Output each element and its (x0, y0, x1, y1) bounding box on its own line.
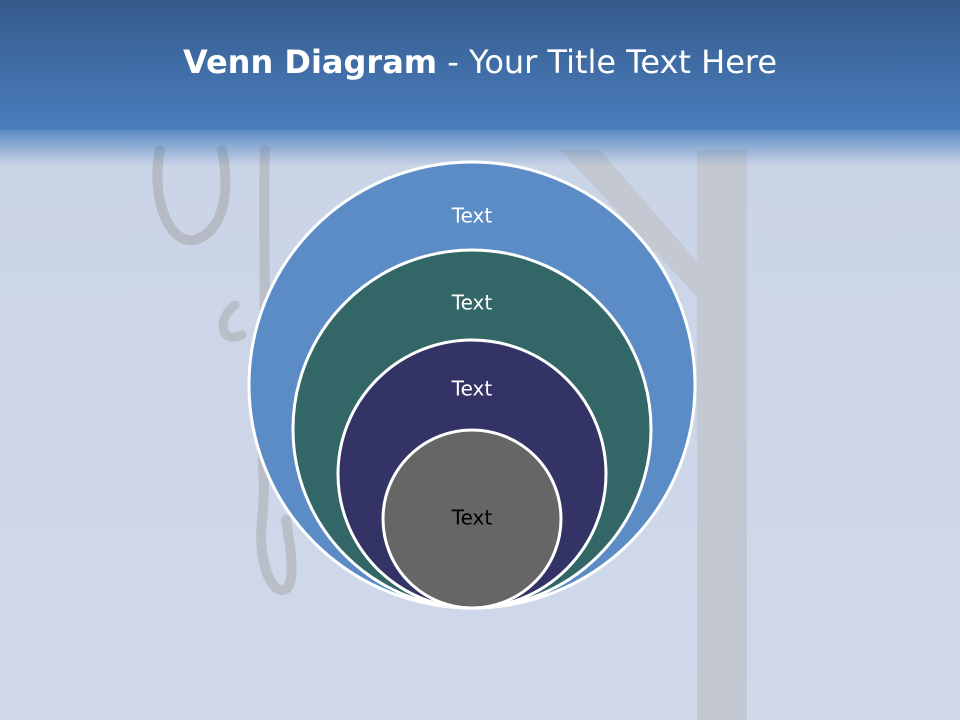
venn-ring-1-label: Text (451, 204, 493, 228)
rope-knot (218, 300, 247, 342)
slide-title-bold: Venn Diagram (182, 43, 438, 81)
title-fade (0, 130, 960, 166)
venn-ring-4 (381, 428, 563, 610)
gallows-post (697, 150, 747, 720)
slide-title: Venn Diagram - Your Title Text Here (0, 40, 960, 84)
venn-ring-2-label: Text (451, 291, 493, 315)
rope-noose (152, 145, 231, 246)
rope-hanging (255, 145, 297, 596)
title-band (0, 0, 960, 130)
venn-ring-4-label: Text (451, 506, 493, 530)
gallows-brace (560, 150, 700, 300)
venn-ring-3-label: Text (451, 377, 493, 401)
slide-title-rest: - Your Title Text Here (437, 43, 778, 81)
